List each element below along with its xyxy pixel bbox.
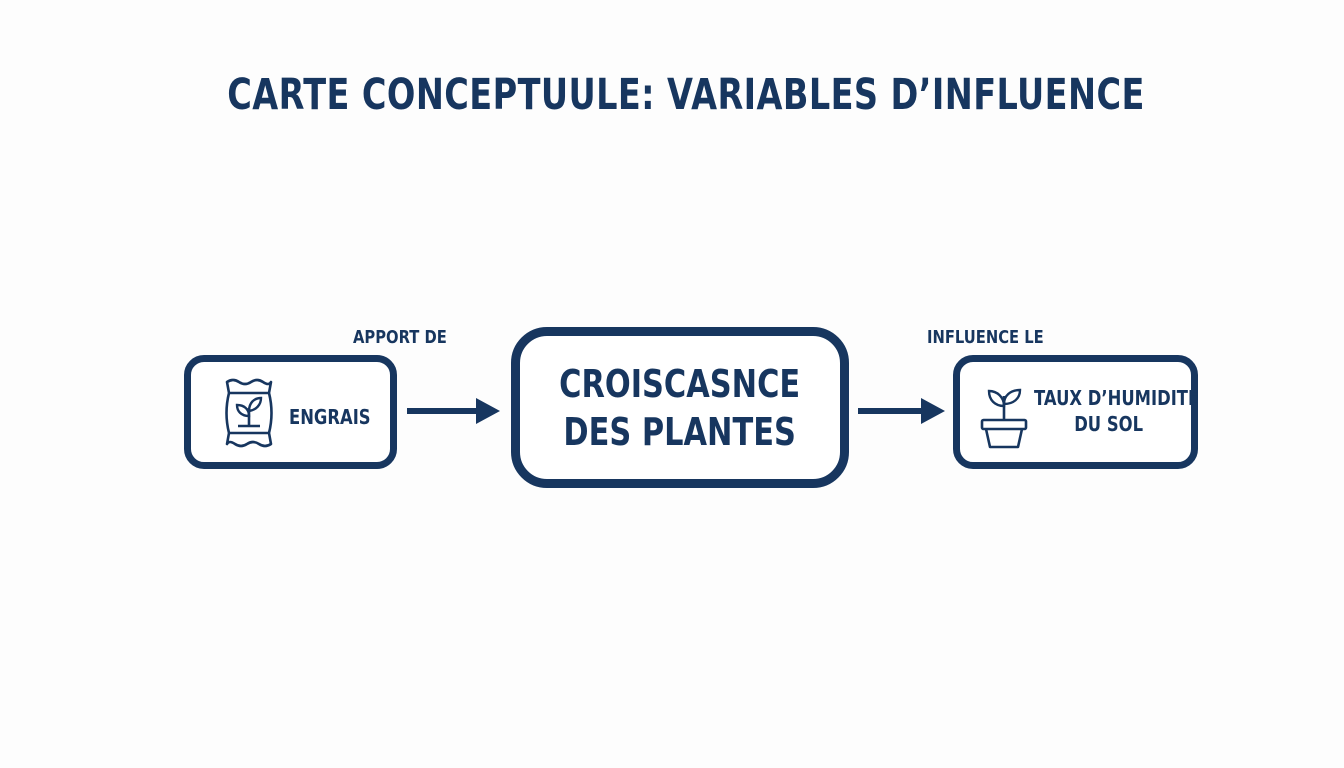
diagram-title: CARTE CONCEPTUULE: VARIABLES D’INFLUENCE (227, 70, 1145, 120)
node-engrais: ENGRAIS (184, 355, 397, 469)
node-croissance-line2: DES PLANTES (563, 409, 797, 454)
node-humidite-text: TAUX D’HUMIDITÉ DU SOL (1034, 385, 1200, 437)
node-croissance-line1: CROISCASNCE (559, 361, 801, 406)
arrow-center-to-right (858, 398, 945, 424)
node-croissance-text: CROISCASNCE DES PLANTES (559, 360, 800, 456)
node-croissance: CROISCASNCE DES PLANTES (511, 327, 849, 488)
node-humidite-line2: DU SOL (1074, 412, 1144, 436)
potted-plant-icon (980, 388, 1028, 449)
node-humidite: TAUX D’HUMIDITÉ DU SOL (953, 355, 1200, 469)
edge-label-influence: INFLUENCE LE (927, 327, 1044, 348)
arrow-left-to-center (407, 398, 500, 424)
node-humidite-line1: TAUX D’HUMIDITÉ (1034, 386, 1200, 410)
node-engrais-label: ENGRAIS (289, 405, 371, 429)
fertilizer-bag-icon (225, 378, 273, 448)
edge-label-apport: APPORT DE (353, 327, 447, 348)
